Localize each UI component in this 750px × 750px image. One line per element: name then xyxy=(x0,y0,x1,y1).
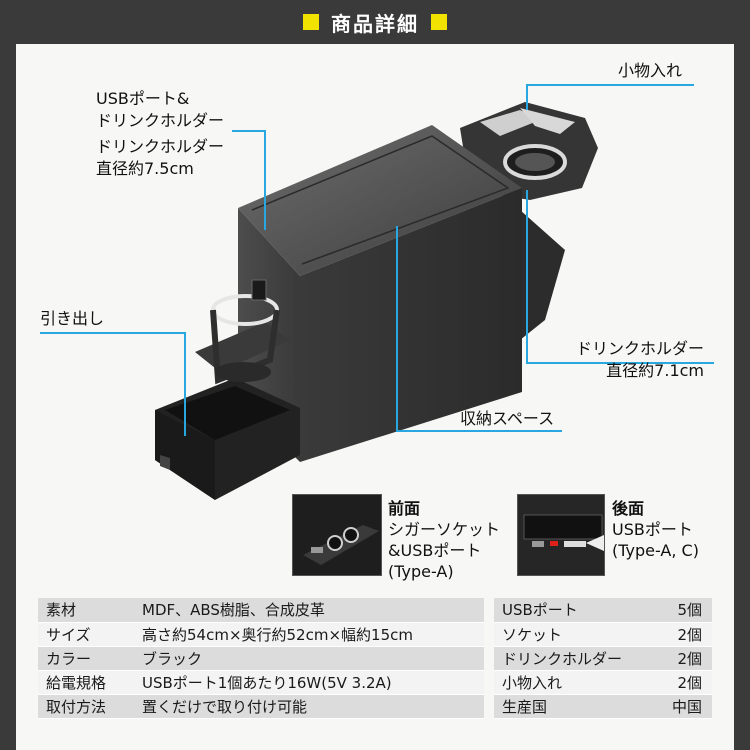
part-value: 2個 xyxy=(660,670,712,695)
label-drink-front-line1: ドリンクホルダー xyxy=(96,137,225,156)
part-value: 2個 xyxy=(660,622,712,647)
spec-key: 素材 xyxy=(38,598,134,623)
spec-key: カラー xyxy=(38,646,134,671)
spec-value: ブラック xyxy=(134,646,484,671)
console-front xyxy=(300,188,522,462)
part-key: 生産国 xyxy=(494,694,660,719)
part-value: 5個 xyxy=(660,598,712,623)
rear-inset-text: 後面 USBポート (Type-A, C) xyxy=(612,498,699,561)
label-drink-rear-line1: ドリンクホルダー xyxy=(576,339,705,358)
callout-line-usb-drink xyxy=(232,130,266,132)
console-illustration xyxy=(155,102,598,500)
label-usb-drink-line1: USBポート& xyxy=(96,89,190,108)
table-row: カラーブラック xyxy=(38,646,484,671)
callout-line-storage xyxy=(396,430,562,432)
callout-line-rear-drink-v xyxy=(526,190,528,364)
table-row: 取付方法置くだけで取り付け可能 xyxy=(38,694,484,719)
front-inset-drawing xyxy=(293,495,381,575)
label-small-items: 小物入れ xyxy=(618,61,683,80)
table-row: サイズ高さ約54cm×奥行約52cm×幅約15cm xyxy=(38,622,484,647)
spec-value: 高さ約54cm×奥行約52cm×幅約15cm xyxy=(134,622,484,647)
header-square-left xyxy=(303,14,319,30)
label-usb-drink: USBポート& ドリンクホルダー xyxy=(96,88,224,132)
table-row: 生産国中国 xyxy=(494,694,712,719)
spec-value: MDF、ABS樹脂、合成皮革 xyxy=(134,598,484,623)
callout-line-small-items-v xyxy=(526,84,528,110)
front-inset-photo xyxy=(292,494,382,576)
rear-inset-photo xyxy=(517,494,605,576)
part-key: USBポート xyxy=(494,598,660,623)
part-key: ソケット xyxy=(494,622,660,647)
spec-key: 取付方法 xyxy=(38,694,134,719)
front-inset-line1: シガーソケット xyxy=(388,520,501,539)
callout-line-usb-drink-v xyxy=(264,130,266,230)
header-bar: 商品詳細 xyxy=(0,0,750,44)
callout-line-drawer xyxy=(40,332,186,334)
header-square-right xyxy=(431,14,447,30)
rear-inset-line1: USBポート xyxy=(612,520,693,539)
spec-key: サイズ xyxy=(38,622,134,647)
part-key: ドリンクホルダー xyxy=(494,646,660,671)
label-drawer: 引き出し xyxy=(40,309,105,328)
callout-line-small-items xyxy=(526,84,694,86)
label-drink-front-line2: 直径約7.5cm xyxy=(96,159,194,178)
rear-inset-drawing xyxy=(518,495,604,575)
spec-value: 置くだけで取り付け可能 xyxy=(134,694,484,719)
rear-inset-line2: (Type-A, C) xyxy=(612,541,699,560)
label-usb-drink-line2: ドリンクホルダー xyxy=(96,111,225,130)
callout-line-rear-drink xyxy=(526,362,714,364)
callout-line-drawer-v xyxy=(184,332,186,436)
label-drink-rear: ドリンクホルダー 直径約7.1cm xyxy=(576,338,704,382)
part-key: 小物入れ xyxy=(494,670,660,695)
rear-inset-title: 後面 xyxy=(612,499,645,518)
callout-line-storage-v xyxy=(396,226,398,432)
armrest-top xyxy=(238,125,522,276)
front-inset-text: 前面 シガーソケット &USBポート (Type-A) xyxy=(388,498,500,582)
part-value: 中国 xyxy=(660,694,712,719)
front-inset-line2: &USBポート xyxy=(388,541,482,560)
label-drink-rear-line2: 直径約7.1cm xyxy=(606,361,705,380)
spec-key: 給電規格 xyxy=(38,670,134,695)
page-title: 商品詳細 xyxy=(331,11,419,36)
label-storage: 収納スペース xyxy=(460,409,555,428)
front-inset-title: 前面 xyxy=(388,499,421,518)
part-value: 2個 xyxy=(660,646,712,671)
front-inset-line3: (Type-A) xyxy=(388,562,454,581)
spec-value: USBポート1個あたり16W(5V 3.2A) xyxy=(134,670,484,695)
label-drink-front: ドリンクホルダー 直径約7.5cm xyxy=(96,136,224,180)
